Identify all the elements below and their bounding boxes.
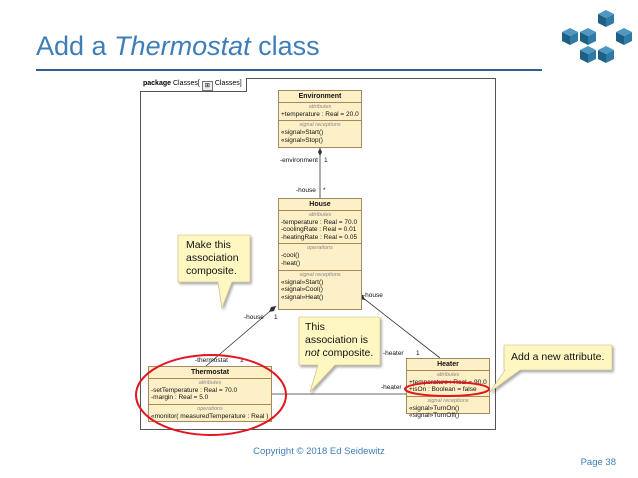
attribute-row[interactable]: -heatingRate : Real = 0.05 <box>281 233 358 241</box>
operation-row[interactable]: «monitor( measuredTemperature : Real ) <box>151 412 269 420</box>
compartment-title: operations <box>307 245 333 252</box>
heater-multiplicity-top: 1 <box>416 350 420 357</box>
signals-compartment: signal receptions «signal»TurnOn() «sign… <box>407 397 489 422</box>
not-composite-callout-shape <box>298 316 381 393</box>
environment-class[interactable]: Environment attributes +temperature : Re… <box>278 90 362 148</box>
environment-role-label: -environment <box>280 157 318 164</box>
package-name: Classes <box>172 80 198 87</box>
attribute-row[interactable]: +isOn : Boolean = false <box>409 386 477 394</box>
page-number: Page 38 <box>580 457 616 468</box>
signal-row[interactable]: «signal»TurnOff() <box>409 412 460 420</box>
title-emphasis: Thermostat <box>114 31 251 61</box>
package-keyword: package <box>143 80 172 87</box>
environment-multiplicity: 1 <box>324 157 328 164</box>
attributes-compartment: attributes -setTemperature : Real = 70.0… <box>149 379 271 405</box>
title-suffix: class <box>250 31 320 61</box>
callout-emphasis: not <box>305 347 320 359</box>
house-thermostat-diamond <box>269 306 276 312</box>
heater-role-left-label: -heater <box>381 384 402 391</box>
attribute-row[interactable]: -temperature : Real = 70.0 <box>281 218 358 226</box>
title-rule <box>36 69 542 71</box>
slide-title: Add a Thermostat class <box>36 31 320 62</box>
attribute-row[interactable]: -setTemperature : Real = 70.0 <box>151 386 238 394</box>
package-header-tab: package Classes[⊞Classes] <box>140 78 247 92</box>
thermostat-role-label: -thermostat <box>195 357 228 364</box>
compartment-title: signal receptions <box>427 397 469 404</box>
callout-line: association is <box>305 334 369 346</box>
class-name: Heater <box>407 359 489 371</box>
compartment-title: operations <box>197 405 223 412</box>
attribute-row[interactable]: -margin : Real = 5.0 <box>151 394 209 402</box>
compartment-title: attributes <box>308 211 332 218</box>
house-role-left-label: -house <box>244 314 264 321</box>
cube-logo-icon <box>562 10 632 63</box>
attribute-row[interactable]: -coolingRate : Real = 0.01 <box>281 226 357 234</box>
thermostat-class[interactable]: Thermostat attributes -setTemperature : … <box>148 366 272 422</box>
operations-compartment: operations -cool() -heat() <box>279 244 361 271</box>
house-class[interactable]: House attributes -temperature : Real = 7… <box>278 198 362 310</box>
operation-row[interactable]: -heat() <box>281 259 301 267</box>
class-name: Environment <box>279 91 361 103</box>
compartment-title: attributes <box>198 379 222 386</box>
compartment-title: signal receptions <box>299 271 341 278</box>
compartment-title: signal receptions <box>299 122 341 129</box>
signal-row[interactable]: «signal»Stop() <box>281 136 323 144</box>
compartment-title: attributes <box>308 103 332 110</box>
signal-row[interactable]: «signal»Heat() <box>281 293 324 301</box>
signal-row[interactable]: «signal»TurnOn() <box>409 404 460 412</box>
compartment-title: attributes <box>436 371 460 378</box>
title-prefix: Add a <box>36 31 115 61</box>
callout-line: Make this <box>186 239 231 251</box>
callout-rest: composite. <box>319 347 374 359</box>
callout-line: This <box>305 321 325 333</box>
attributes-compartment: attributes +temperature : Real = 20.0 <box>279 103 361 122</box>
thermostat-multiplicity: 1 <box>240 357 244 364</box>
package-icon: ⊞ <box>201 81 213 91</box>
signals-compartment: signal receptions «signal»Start() «signa… <box>279 271 361 304</box>
house-multiplicity-left: 1 <box>274 314 278 321</box>
house-role-top-label: -house <box>296 187 316 194</box>
signal-row[interactable]: «signal»Cool() <box>281 286 323 294</box>
copyright-footer: Copyright © 2018 Ed Seidewitz <box>253 446 385 457</box>
new-attribute-callout-text: Add a new attribute. <box>511 351 605 363</box>
attributes-compartment: attributes -temperature : Real = 70.0 -c… <box>279 211 361 245</box>
signal-row[interactable]: «signal»Start() <box>281 278 324 286</box>
operations-compartment: operations «monitor( measuredTemperature… <box>149 405 271 423</box>
class-name: Thermostat <box>149 367 271 379</box>
ison-highlight-ellipse <box>404 381 490 397</box>
composite-callout-text: Make this association composite. <box>186 239 239 278</box>
thermostat-highlight-ellipse <box>135 354 287 436</box>
callout-line: composite. <box>186 265 237 277</box>
signals-compartment: signal receptions «signal»Start() «signa… <box>279 121 361 146</box>
class-name: House <box>279 199 361 211</box>
house-role-right-label: -house <box>363 292 383 299</box>
diagram-name: Classes <box>214 80 240 87</box>
signal-row[interactable]: «signal»Start() <box>281 129 324 137</box>
operation-row[interactable]: -cool() <box>281 252 300 260</box>
callout-line: not composite. <box>305 347 373 360</box>
house-heater-association[interactable] <box>357 293 441 359</box>
house-multiplicity-top: * <box>323 187 326 194</box>
attribute-row[interactable]: +temperature : Real = 20.0 <box>281 110 359 118</box>
not-composite-callout-text: This association is not composite. <box>305 321 373 360</box>
environment-composite-diamond <box>318 148 322 156</box>
callout-line: association <box>186 252 239 264</box>
new-attribute-callout-shape <box>489 344 613 393</box>
heater-role-top-label: -heater <box>383 350 404 357</box>
composite-callout-shape <box>177 234 251 310</box>
